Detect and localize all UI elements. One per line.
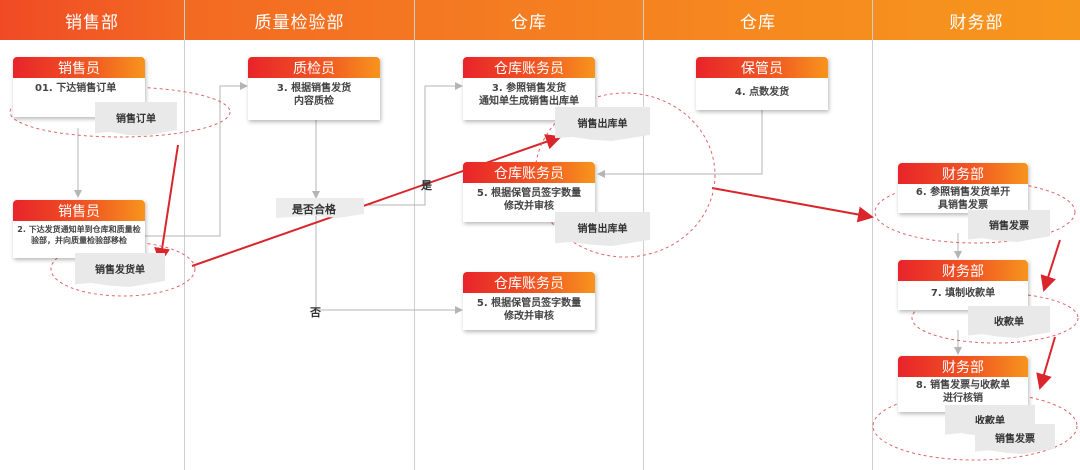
node-text: 01. 下达销售订单	[35, 83, 117, 94]
red-arrow	[191, 134, 562, 267]
flow-line	[315, 214, 463, 314]
lane-divider	[414, 0, 415, 470]
node-title: 质检员	[248, 57, 380, 78]
lane-header-finance: 财务部	[873, 0, 1080, 40]
red-arrow	[1040, 239, 1061, 292]
node-title: 财务部	[898, 260, 1028, 281]
highlight-ellipse	[50, 241, 196, 297]
lane-divider	[184, 0, 185, 470]
lane-header-sales: 销售部	[0, 0, 184, 40]
node-title: 仓库账务员	[463, 162, 595, 183]
node-text: 5. 根据保管员签字数量 修改并审核	[476, 188, 582, 212]
doc-receipt-1: 收款单	[968, 306, 1050, 338]
red-arrow	[1036, 336, 1056, 390]
node-title: 保管员	[696, 57, 828, 78]
doc-invoice-1: 销售发票	[968, 210, 1050, 242]
lane-header-warehouse-2: 仓库	[644, 0, 872, 40]
node-title: 仓库账务员	[463, 57, 595, 78]
node-receipt: 财务部 7. 填制收款单	[898, 260, 1028, 310]
red-arrow	[154, 144, 179, 264]
node-reconcile: 财务部 8. 销售发票与收款单 进行核销	[898, 356, 1028, 412]
lane-divider	[872, 0, 873, 470]
node-delivery-notice: 销售员 2. 下达发货通知单到仓库和质量检验部，并向质量检验部移检	[13, 200, 145, 258]
doc-invoice-2: 销售发票	[975, 424, 1055, 454]
node-title: 财务部	[898, 356, 1028, 377]
highlight-ellipse	[874, 180, 1076, 244]
flow-line	[597, 110, 763, 178]
red-arrow	[711, 187, 874, 223]
decision-label: 是否合格	[292, 203, 336, 216]
node-text: 8. 销售发票与收款单 进行核销	[915, 380, 1011, 404]
node-count-ship: 保管员 4. 点数发货	[696, 57, 828, 110]
node-text: 2. 下达发货通知单到仓库和质量检验部，并向质量检验部移检	[17, 225, 141, 245]
node-title: 销售员	[13, 57, 145, 78]
node-text: 3. 参照销售发货 通知单生成销售出库单	[479, 83, 579, 107]
node-title: 仓库账务员	[463, 272, 595, 293]
lane-header-warehouse-1: 仓库	[415, 0, 643, 40]
node-text: 7. 填制收款单	[930, 288, 996, 299]
node-text: 3. 根据销售发货 内容质检	[276, 83, 352, 107]
label-yes: 是	[421, 179, 432, 192]
doc-sales-order: 销售订单	[95, 102, 177, 136]
lane-header-quality: 质量检验部	[185, 0, 414, 40]
doc-delivery-note: 销售发货单	[75, 253, 165, 287]
node-review-reject: 仓库账务员 5. 根据保管员签字数量 修改并审核	[463, 272, 595, 330]
node-text: 4. 点数发货	[734, 87, 790, 98]
node-title: 销售员	[13, 200, 145, 221]
highlight-ellipse	[534, 92, 716, 258]
node-invoice: 财务部 6. 参照销售发货单开 具销售发票	[898, 163, 1028, 213]
node-title: 财务部	[898, 163, 1028, 184]
node-text: 6. 参照销售发货单开 具销售发票	[915, 187, 1011, 211]
doc-outbound-1: 销售出库单	[555, 107, 650, 141]
decision-shape	[276, 198, 364, 218]
flow-line	[145, 82, 248, 237]
label-no: 否	[310, 306, 321, 319]
highlight-ellipse	[872, 391, 1078, 461]
node-quality-check: 质检员 3. 根据销售发货 内容质检	[248, 57, 380, 120]
node-text: 5. 根据保管员签字数量 修改并审核	[476, 298, 582, 322]
flow-line	[365, 82, 463, 206]
doc-outbound-2: 销售出库单	[555, 212, 650, 246]
